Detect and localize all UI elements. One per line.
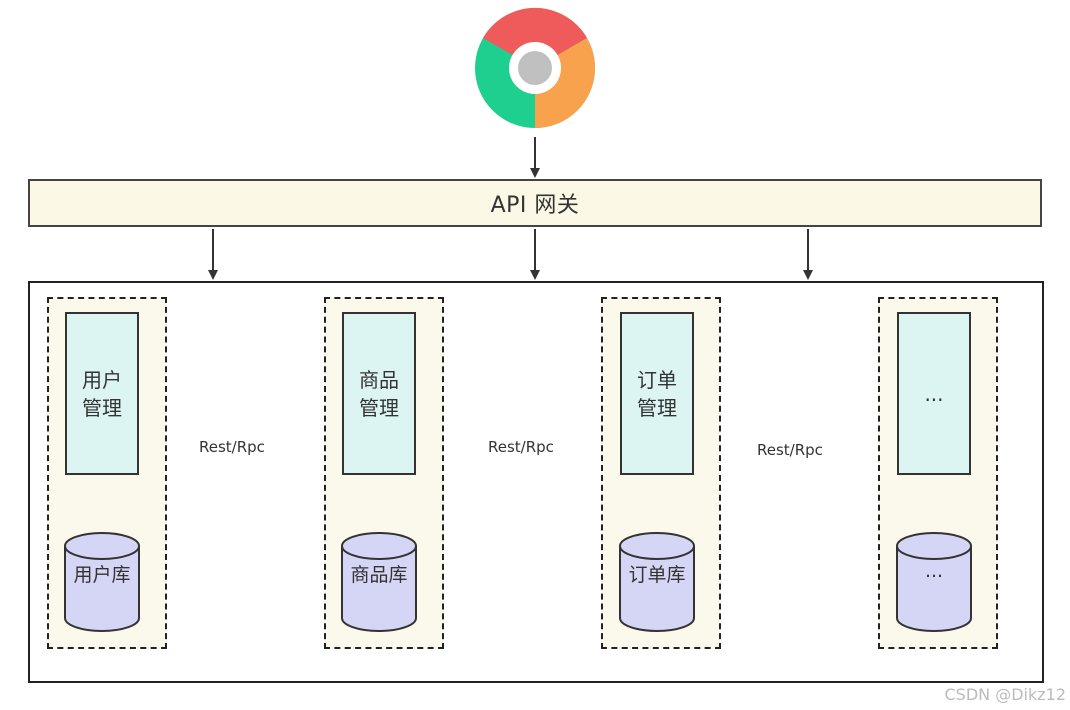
- service-label: 商品管理: [359, 367, 399, 420]
- database-cylinder-user: [64, 532, 140, 632]
- database-label-user: 用户库: [73, 564, 131, 586]
- service-label: 用户管理: [82, 367, 122, 420]
- watermark: CSDN @Dikz12: [944, 685, 1067, 704]
- service-box-more: ...: [897, 312, 971, 475]
- rpc-label-1: Rest/Rpc: [199, 438, 265, 456]
- rpc-label-2: Rest/Rpc: [488, 438, 554, 456]
- database-label-more: ...: [924, 560, 944, 582]
- database-label-product: 商品库: [350, 564, 408, 586]
- database-cylinder-product: [341, 532, 417, 632]
- rpc-label-3: Rest/Rpc: [757, 441, 823, 459]
- service-box-product: 商品管理: [342, 312, 416, 475]
- api-gateway: API 网关: [28, 179, 1042, 227]
- database-cylinder-order: [619, 532, 695, 632]
- browser-icon: [475, 7, 596, 129]
- database-label-order: 订单库: [628, 564, 686, 586]
- service-label: ...: [924, 381, 944, 406]
- database-cylinder-more: [896, 532, 972, 632]
- service-label: 订单管理: [637, 367, 677, 420]
- service-box-order: 订单管理: [620, 312, 694, 475]
- service-box-user: 用户管理: [65, 312, 139, 475]
- services-container: [28, 281, 1044, 683]
